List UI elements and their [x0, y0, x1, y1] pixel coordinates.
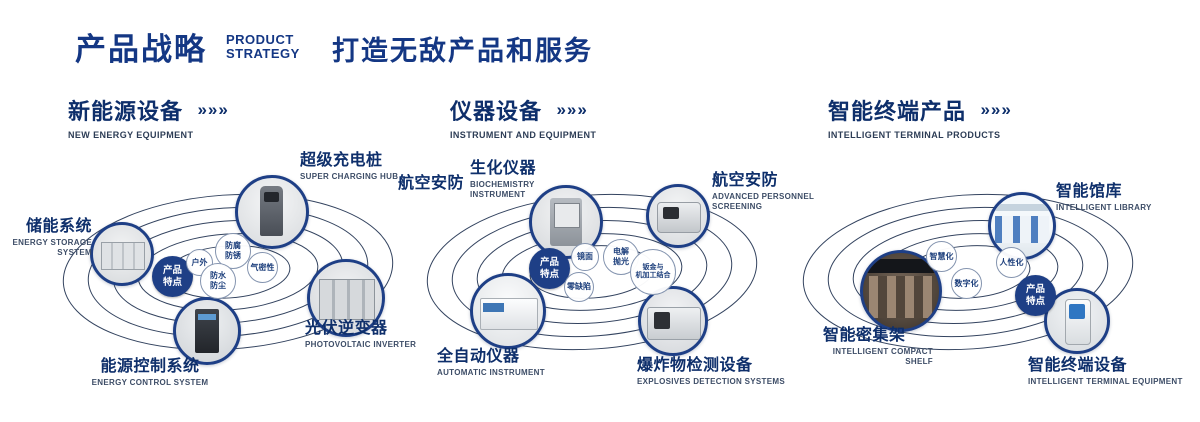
product-name: 航空安防	[712, 172, 779, 189]
product-photo-explosives-detection	[638, 286, 708, 356]
product-name: 航空安防	[398, 175, 465, 192]
detector-tunnel-graphic	[653, 312, 671, 329]
section-header-new-energy: 新能源设备 »»» NEW ENERGY EQUIPMENT	[68, 94, 229, 140]
section-header-instruments: 仪器设备 »»» INSTRUMENT AND EQUIPMENT	[450, 94, 596, 140]
product-name: 智能馆库	[1056, 183, 1123, 200]
feature-bubble-digitalized: 数字化	[951, 268, 982, 299]
library-shelves-graphic	[994, 216, 1050, 244]
feature-bubble-smart: 智慧化	[926, 241, 957, 272]
feature-bubble-zero-defect: 零缺陷	[564, 272, 594, 302]
product-photo-intelligent-library	[988, 192, 1056, 260]
product-name-en: ADVANCED PERSONNEL SCREENING	[712, 191, 815, 211]
product-name-en: INTELLIGENT COMPACT SHELF	[832, 346, 933, 366]
page-title: 产品战略	[75, 32, 207, 67]
product-photo-intelligent-terminal	[1044, 288, 1110, 354]
analyzer-panel-graphic	[482, 302, 504, 313]
feature-bubble-electropolishing: 电解 抛光	[603, 239, 639, 275]
label-super-charging-hub: 超级充电桩 SUPER CHARGING HUB	[300, 152, 430, 182]
section-title: 新能源设备	[68, 99, 184, 124]
section-title: 仪器设备	[450, 99, 543, 124]
page-slogan: 打造无敌产品和服务	[332, 36, 593, 66]
label-energy-storage: 储能系统 ENERGY STORAGE SYSTEM	[6, 218, 92, 258]
library-ceiling-graphic	[991, 203, 1053, 212]
label-intelligent-library: 智能馆库 INTELLIGENT LIBRARY	[1056, 183, 1176, 213]
product-photo-energy-storage	[90, 222, 154, 286]
feature-bubble-humanized: 人性化	[996, 247, 1027, 278]
product-name-en: ENERGY CONTROL SYSTEM	[91, 377, 209, 387]
product-features-badge: 产品 特点	[1015, 275, 1056, 316]
label-personnel-screening: 航空安防 ADVANCED PERSONNEL SCREENING	[712, 172, 832, 212]
page-title-en: PRODUCT STRATEGY	[226, 32, 300, 61]
triple-chevron-icon: »»»	[980, 100, 1012, 119]
section-subtitle: INTELLIGENT TERMINAL PRODUCTS	[828, 130, 1001, 140]
label-pv-inverter: 光伏逆变器 PHOTOVOLTAIC INVERTER	[305, 320, 435, 350]
product-name-en: SUPER CHARGING HUB	[300, 171, 399, 181]
kiosk-body-graphic	[1065, 299, 1091, 345]
storage-cabinet-graphic	[101, 242, 145, 270]
product-photo-personnel-screening	[646, 184, 710, 248]
product-name-en: ENERGY STORAGE SYSTEM	[12, 237, 92, 257]
label-biochemistry-instrument: 生化仪器 BIOCHEMISTRY INSTRUMENT	[470, 160, 580, 200]
product-name: 光伏逆变器	[305, 320, 388, 337]
product-name: 智能终端设备	[1028, 357, 1128, 374]
product-name-en: PHOTOVOLTAIC INVERTER	[305, 339, 417, 349]
section-header-intelligent-terminal: 智能终端产品 »»» INTELLIGENT TERMINAL PRODUCTS	[828, 94, 1012, 140]
product-name: 能源控制系统	[100, 358, 200, 375]
product-photo-automatic-instrument	[470, 273, 546, 349]
section-subtitle: INSTRUMENT AND EQUIPMENT	[450, 130, 597, 140]
biochem-door-graphic	[553, 202, 581, 229]
label-explosives-detection: 爆炸物检测设备 EXPLOSIVES DETECTION SYSTEMS	[637, 357, 797, 387]
product-photo-intelligent-compact-shelf	[860, 250, 942, 332]
triple-chevron-icon: »»»	[556, 100, 588, 119]
charging-pile-screen-graphic	[263, 191, 279, 203]
product-name-en: INTELLIGENT LIBRARY	[1056, 202, 1152, 212]
section-title: 智能终端产品	[828, 99, 967, 124]
product-features-badge: 产品 特点	[529, 248, 570, 289]
label-energy-control: 能源控制系统 ENERGY CONTROL SYSTEM	[80, 358, 220, 388]
product-photo-super-charging-hub	[235, 175, 309, 249]
control-screen-graphic	[198, 313, 216, 320]
feature-bubble-sheetmetal-machining: 钣金与 机加工结合	[630, 249, 676, 295]
label-aviation-security-side: 航空安防	[398, 175, 464, 193]
section-subtitle: NEW ENERGY EQUIPMENT	[68, 130, 194, 140]
product-name: 储能系统	[25, 218, 92, 235]
kiosk-screen-graphic	[1068, 304, 1086, 319]
shelf-ceiling-graphic	[863, 259, 939, 273]
label-intelligent-terminal-equipment: 智能终端设备 INTELLIGENT TERMINAL EQUIPMENT	[1028, 357, 1188, 387]
product-name: 超级充电桩	[300, 152, 383, 169]
product-name-en: INTELLIGENT TERMINAL EQUIPMENT	[1028, 376, 1183, 386]
product-photo-energy-control	[173, 297, 241, 365]
triple-chevron-icon: »»»	[197, 100, 229, 119]
product-name-en: EXPLOSIVES DETECTION SYSTEMS	[637, 376, 785, 386]
screening-window-graphic	[662, 206, 680, 220]
product-name-en: BIOCHEMISTRY INSTRUMENT	[470, 179, 535, 199]
label-automatic-instrument: 全自动仪器 AUTOMATIC INSTRUMENT	[437, 348, 567, 378]
product-name: 生化仪器	[470, 160, 537, 177]
product-photo-pv-inverter	[307, 259, 385, 337]
product-name: 爆炸物检测设备	[637, 357, 753, 374]
product-name: 全自动仪器	[437, 348, 520, 365]
feature-bubble-airtight: 气密性	[247, 252, 278, 283]
product-name-en: AUTOMATIC INSTRUMENT	[437, 367, 545, 377]
compact-shelf-graphic	[869, 275, 933, 318]
feature-bubble-mirror-finish: 镜面	[571, 243, 599, 271]
product-name: 智能密集架	[823, 327, 906, 344]
inverter-cabinet-graphic	[318, 279, 376, 321]
label-intelligent-compact-shelf: 智能密集架 INTELLIGENT COMPACT SHELF	[823, 327, 933, 367]
feature-bubble-waterproof-dustproof: 防水 防尘	[200, 263, 236, 299]
